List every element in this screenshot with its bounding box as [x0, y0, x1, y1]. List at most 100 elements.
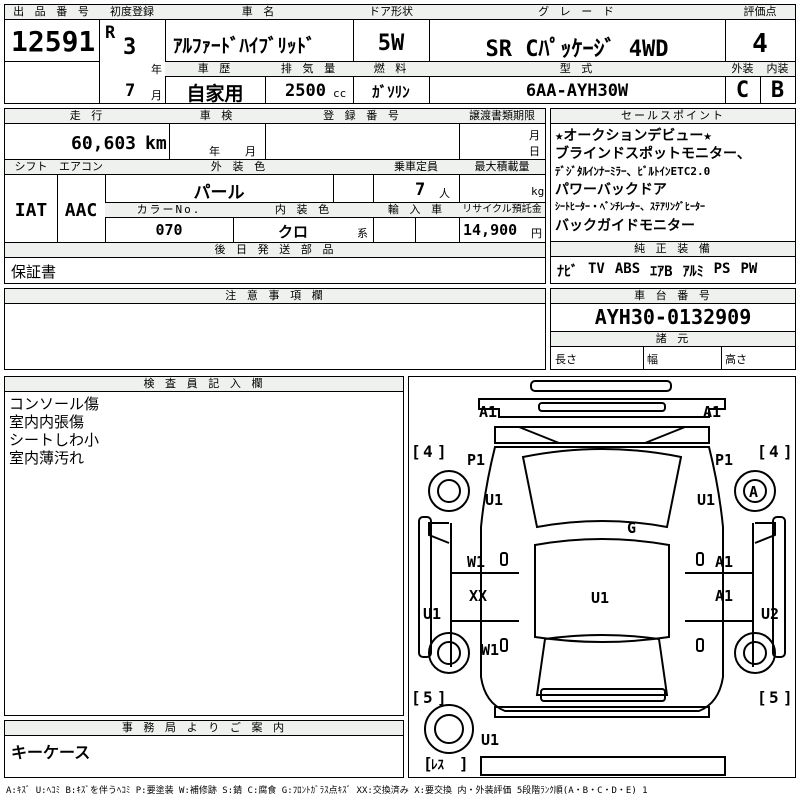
transfer-month-unit: 月	[529, 129, 540, 142]
front-bumper-shape	[478, 398, 726, 418]
sales-line: バックガイドモニター	[555, 218, 695, 234]
tire-tread-rear-left: 5	[423, 688, 433, 707]
inspector-line: コンソール傷	[9, 395, 100, 413]
interior-color-label: 内 装 色	[233, 203, 373, 218]
exterior-grade-label: 外装	[725, 62, 760, 77]
score-label: 評価点	[725, 5, 795, 20]
history-value: 自家用	[186, 83, 244, 105]
mileage-unit: km	[145, 133, 167, 154]
mark-a1-front-left: A1	[479, 403, 497, 421]
inspector-line: 室内薄汚れ	[9, 449, 85, 467]
first-reg-cell: 初度登録 R 3 年 7 月	[99, 5, 165, 102]
front-left-wheel-shape	[428, 470, 470, 512]
car-diagram: [ 4 ] [ 4 ] [ 5 ] [ 5 ] [ ﾚｽ ] A1 A1 P1 …	[408, 376, 796, 778]
color-value: パール	[193, 183, 245, 203]
mark-u1-bottom: U1	[481, 731, 499, 749]
svg-text:]: ]	[783, 688, 793, 707]
mark-w1-rear-left: W1	[481, 641, 499, 659]
shift-cell: シフト IAT	[5, 160, 57, 242]
capacity-value: 7	[415, 180, 426, 200]
displacement-cell: 排 気 量 2500 cc	[265, 62, 353, 102]
month-value: 7	[125, 81, 136, 101]
model-value: 6AA-AYH30W	[525, 81, 629, 101]
capacity-unit: 人	[439, 187, 450, 200]
spec-width: 幅	[647, 353, 658, 366]
transfer-day-unit: 日	[529, 145, 540, 158]
equipment-item: PW	[740, 261, 758, 277]
spec-height: 高さ	[725, 353, 747, 366]
transfer-deadline-label: 譲渡書類期限	[459, 109, 545, 124]
mileage-value: 60,603	[71, 133, 137, 154]
exterior-grade-value: C	[735, 78, 750, 103]
spec-label: 諸 元	[551, 332, 795, 347]
tire-tread-front-left: 4	[423, 442, 433, 461]
chassis-value: AYH30-0132909	[594, 305, 752, 329]
sales-line: パワーバックドア	[555, 182, 667, 198]
door-cell: ドア形状 5W	[353, 5, 429, 61]
mileage-label: 走 行	[5, 109, 169, 124]
rear-lower-shape	[480, 756, 726, 776]
year-unit: 年	[151, 63, 162, 76]
svg-text:[: [	[423, 754, 433, 773]
aircon-cell: エアコン AAC	[57, 160, 105, 242]
import-cell: 輸 入 車	[373, 203, 459, 242]
interior-color-cell: 内 装 色 クロ 系	[233, 203, 373, 242]
svg-text:[: [	[757, 442, 767, 461]
inspector-label: 検 査 員 記 入 欄	[5, 377, 403, 392]
car-diagram-svg: [ 4 ] [ 4 ] [ 5 ] [ 5 ] [ ﾚｽ ] A1 A1 P1 …	[411, 380, 793, 776]
color-no-cell: カラーNo. 070	[105, 203, 233, 242]
rear-left-wheel-shape	[428, 632, 470, 674]
spare-tire-less: ﾚｽ	[431, 758, 445, 773]
lot-no-label: 出 品 番 号	[5, 5, 99, 20]
later-parts-value: 保証書	[11, 263, 57, 281]
mark-p1-left: P1	[467, 451, 485, 469]
color-label: 外 装 色	[105, 160, 373, 175]
mark-a-wheel: A	[749, 483, 758, 501]
later-parts-label: 後 日 発 送 部 品	[5, 243, 545, 258]
grade-cell: グ レ ー ド SR Cﾊﾟｯｹｰｼﾞ 4WD	[429, 5, 725, 62]
lot-no-value: 12591	[11, 25, 96, 58]
chassis-panel: 車 台 番 号 AYH30-0132909 諸 元 長さ 幅 高さ	[550, 288, 796, 370]
mark-g-glass: G	[627, 519, 636, 537]
recycle-unit: 円	[531, 227, 542, 240]
front-right-wheel-shape	[734, 470, 776, 512]
tire-tread-rear-right: 5	[769, 688, 779, 707]
mark-u2-side-right: U2	[761, 605, 779, 623]
equipment-item: ABS	[614, 261, 641, 277]
inspection-month-unit: 月	[245, 145, 256, 158]
svg-text:]: ]	[437, 688, 447, 707]
rear-window-shape	[535, 634, 669, 696]
model-label: 型 式	[429, 62, 725, 77]
door-label: ドア形状	[353, 5, 429, 20]
inspector-lines: コンソール傷 室内内張傷 シートしわ小 室内薄汚れ	[9, 395, 99, 467]
roof-shape	[534, 538, 670, 643]
windshield-shape	[521, 448, 683, 529]
office-label: 事 務 局 よ り ご 案 内	[5, 721, 403, 736]
interior-grade-cell: 内装 B	[760, 62, 795, 103]
mark-a1-mid-right: A1	[715, 553, 733, 571]
import-label: 輸 入 車	[373, 203, 459, 218]
car-name-value: ｱﾙﾌｧｰﾄﾞﾊｲﾌﾞﾘｯﾄﾞ	[173, 35, 316, 57]
equipment-item: PS	[713, 261, 731, 277]
svg-text:[: [	[757, 688, 767, 707]
interior-grade-value: B	[770, 78, 785, 103]
spec-length: 長さ	[555, 353, 577, 366]
fuel-cell: 燃 料 ｶﾞｿﾘﾝ	[353, 62, 429, 102]
shift-value: IAT	[14, 200, 48, 221]
door-value: 5W	[377, 31, 405, 56]
car-outline	[418, 380, 786, 776]
first-reg-label: 初度登録	[99, 5, 165, 20]
lot-no-cell: 出 品 番 号 12591	[5, 5, 99, 61]
later-parts-cell: 後 日 発 送 部 品 保証書	[5, 243, 545, 283]
office-panel: 事 務 局 よ り ご 案 内 キーケース	[4, 720, 404, 778]
era-value: R	[105, 23, 116, 43]
displacement-label: 排 気 量	[265, 62, 353, 77]
sales-line: ブラインドスポットモニター、	[555, 146, 751, 162]
tire-tread-front-right: 4	[769, 442, 779, 461]
history-cell: 車 歴 自家用	[165, 62, 265, 105]
mark-u1-center: U1	[591, 589, 609, 607]
notes-panel: 注 意 事 項 欄	[4, 288, 546, 370]
spare-wheel-shape	[424, 704, 474, 754]
svg-text:[: [	[411, 688, 421, 707]
sales-line: ﾃﾞｼﾞﾀﾙｲﾝﾅｰﾐﾗｰ、ﾋﾞﾙﾄｲﾝETC2.0	[555, 165, 711, 178]
